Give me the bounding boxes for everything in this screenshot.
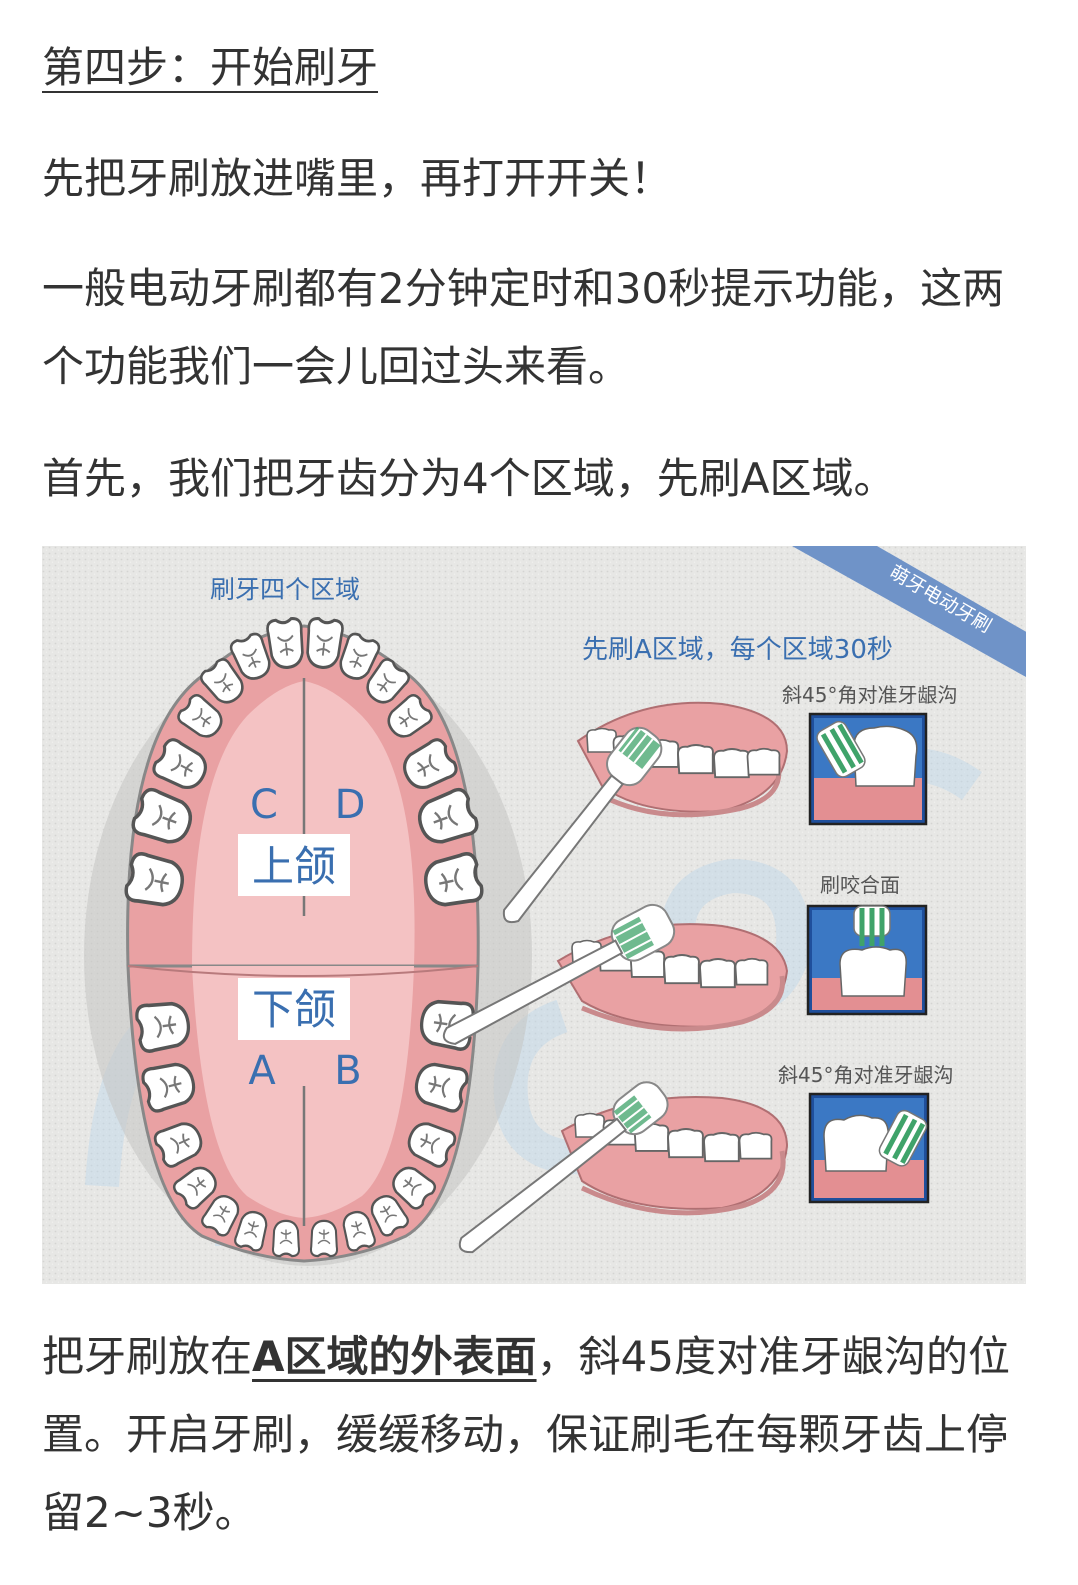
dental-arch-diagram [84,616,532,1266]
step1-closeup-panel [808,712,928,826]
paragraph-timer-feature: 一般电动牙刷都有2分钟定时和30秒提示功能，这两个功能我们一会儿回过头来看。 [42,264,1005,391]
lower-jaw-label: 下颌 [252,985,336,1034]
brush-step-chewing-surface [442,903,789,1045]
step1-caption: 斜45°角对准牙龈沟 [782,683,957,707]
title-brush-zone-a: 先刷A区域，每个区域30秒 [582,635,893,665]
upper-jaw-label: 上颌 [252,842,336,891]
paragraph-zone-a-instructions: 把牙刷放在A区域的外表面，斜45度对准牙龈沟的位置。开启牙刷，缓缓移动，保证刷毛… [42,1318,1040,1552]
step3-caption: 斜45°角对准牙龈沟 [778,1063,953,1087]
title-four-zones: 刷牙四个区域 [210,575,360,604]
zone-a-label: A [248,1048,276,1094]
zone-b-label: B [334,1048,361,1094]
paragraph-four-zones: 首先，我们把牙齿分为4个区域，先刷A区域。 [42,454,896,503]
step2-closeup-panel [806,904,928,1016]
emphasis-zone-a-outer-surface: A区域的外表面 [252,1332,537,1381]
paragraph-put-brush-in-mouth: 先把牙刷放进嘴里，再打开开关！ [42,154,673,203]
brush-step-outer-surface [502,701,789,924]
instruction-suffix: ，斜45度对准牙龈沟的位置。开启牙刷，缓缓移动，保证刷毛在每颗牙齿上停留2~3秒… [42,1332,1010,1537]
brush-step-inner-surface [458,1081,789,1254]
tooth-brushing-zones-figure: 萌牙电动牙刷 刷牙四个区域 先刷A区域，每个区域30秒 [42,546,1026,1284]
step2-caption: 刷咬合面 [820,873,900,897]
figure-illustration: 萌牙电动牙刷 刷牙四个区域 先刷A区域，每个区域30秒 [42,546,1026,1284]
zone-c-label: C [250,782,278,828]
step3-closeup-panel [808,1092,930,1204]
instruction-prefix: 把牙刷放在 [42,1332,253,1381]
zone-d-label: D [335,782,366,828]
step-heading: 第四步：开始刷牙 [42,43,379,92]
